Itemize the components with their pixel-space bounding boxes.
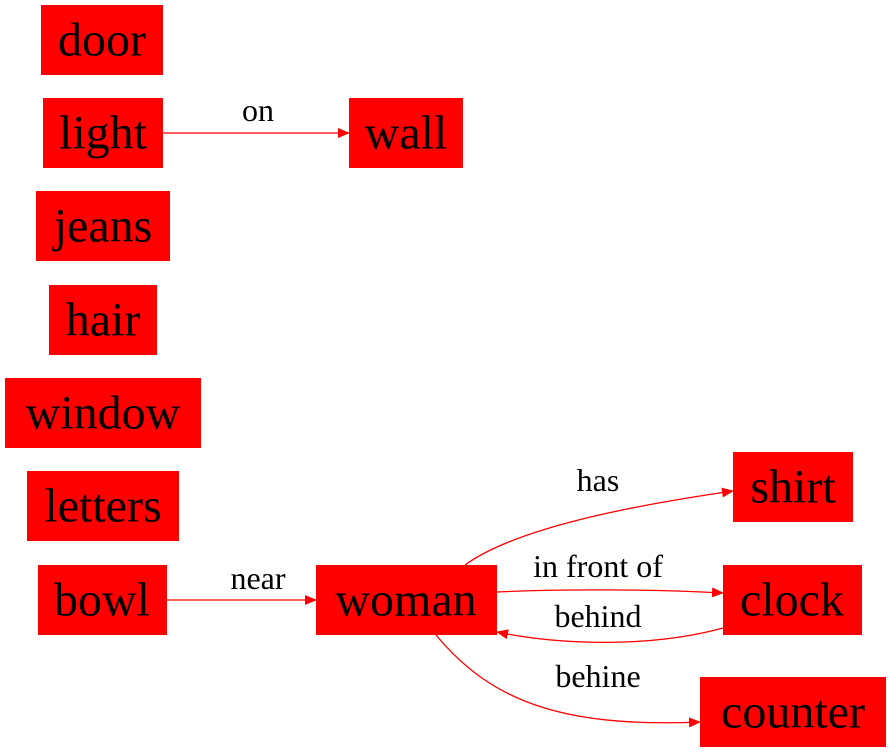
edge-label-in-front-of: in front of	[533, 548, 663, 584]
edge-woman-clock	[496, 587, 724, 598]
edge-label-behine: behine	[555, 658, 640, 694]
edge-label-behind: behind	[554, 598, 641, 634]
node-woman: woman	[316, 565, 497, 635]
node-label-hair: hair	[66, 294, 141, 347]
node-shirt: shirt	[733, 452, 853, 522]
node-counter: counter	[700, 677, 886, 747]
nodes-group: door light wall jeans hair window	[5, 5, 886, 747]
edge-woman-counter	[435, 634, 701, 728]
node-label-woman: woman	[335, 574, 476, 627]
edge-label-on: on	[242, 92, 274, 128]
node-light: light	[43, 98, 163, 168]
edge-label-near: near	[230, 560, 285, 596]
node-label-window: window	[26, 387, 181, 440]
node-label-shirt: shirt	[750, 461, 836, 514]
node-label-jeans: jeans	[52, 200, 153, 253]
node-bowl: bowl	[38, 565, 167, 635]
node-wall: wall	[349, 98, 463, 168]
node-label-door: door	[58, 14, 146, 67]
node-letters: letters	[27, 471, 179, 541]
edge-woman-shirt	[464, 487, 734, 566]
node-jeans: jeans	[36, 191, 170, 261]
edge-clock-woman	[496, 627, 724, 644]
node-hair: hair	[49, 285, 157, 355]
node-window: window	[5, 378, 201, 448]
node-door: door	[41, 5, 163, 75]
node-label-bowl: bowl	[54, 574, 150, 627]
edges-group: on near has in front of behind behine	[163, 92, 734, 728]
node-clock: clock	[723, 565, 862, 635]
node-label-counter: counter	[721, 686, 865, 739]
node-label-clock: clock	[740, 574, 844, 627]
node-label-wall: wall	[365, 107, 448, 160]
node-label-light: light	[59, 107, 148, 160]
edge-label-has: has	[577, 462, 620, 498]
node-label-letters: letters	[44, 480, 161, 533]
